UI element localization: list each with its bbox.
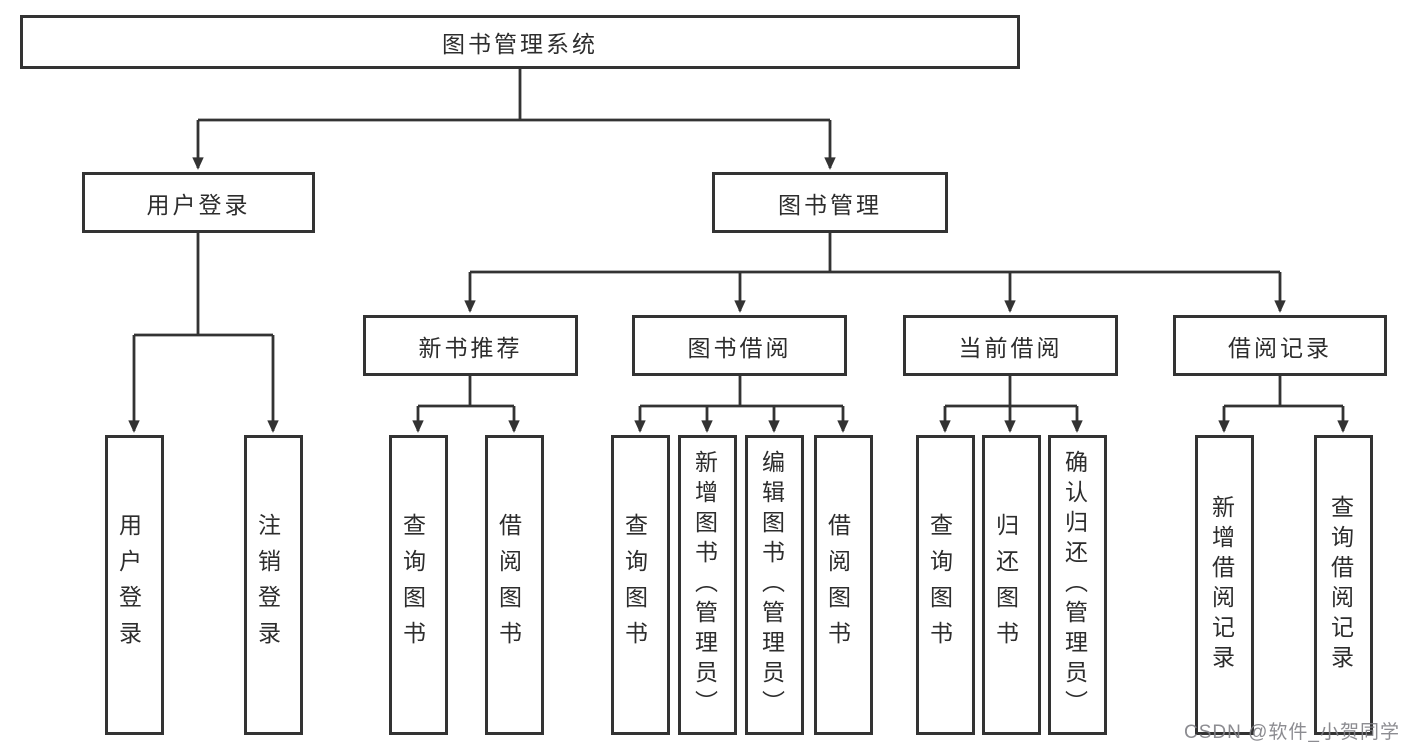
leaf-borrow-books-borrow: 借阅图书: [814, 435, 873, 735]
leaf-query-books-rec-label: 查询图书: [399, 513, 426, 657]
node-current-borrow: 当前借阅: [903, 315, 1118, 376]
leaf-logout-login-label: 注销登录: [254, 513, 281, 657]
node-book-management: 图书管理: [712, 172, 948, 233]
leaf-user-login: 用户登录: [105, 435, 164, 735]
leaf-user-login-label: 用户登录: [115, 513, 142, 657]
leaf-query-books-borrow-label: 查询图书: [621, 513, 648, 657]
node-borrow-records: 借阅记录: [1173, 315, 1387, 376]
leaf-edit-books-admin: 编辑图书（管理员）: [745, 435, 804, 735]
leaf-borrow-books-rec: 借阅图书: [485, 435, 544, 735]
leaf-query-books-borrow: 查询图书: [611, 435, 670, 735]
leaf-add-books-admin: 新增图书（管理员）: [678, 435, 737, 735]
leaf-query-borrow-record: 查询借阅记录: [1314, 435, 1373, 735]
leaf-logout-login: 注销登录: [244, 435, 303, 735]
leaf-edit-books-admin-label: 编辑图书（管理员）: [758, 450, 785, 720]
leaf-borrow-books-borrow-label: 借阅图书: [824, 513, 851, 657]
node-user-login: 用户登录: [82, 172, 315, 233]
node-new-book-recommend: 新书推荐: [363, 315, 578, 376]
leaf-query-books-current: 查询图书: [916, 435, 975, 735]
leaf-query-books-current-label: 查询图书: [926, 513, 953, 657]
leaf-return-books-label: 归还图书: [992, 513, 1019, 657]
leaf-add-books-admin-label: 新增图书（管理员）: [691, 450, 718, 720]
leaf-return-books: 归还图书: [982, 435, 1041, 735]
leaf-add-borrow-record-label: 新增借阅记录: [1208, 495, 1235, 675]
leaf-confirm-return-admin-label: 确认归还（管理员）: [1061, 450, 1088, 720]
leaf-borrow-books-rec-label: 借阅图书: [495, 513, 522, 657]
leaf-confirm-return-admin: 确认归还（管理员）: [1048, 435, 1107, 735]
leaf-query-borrow-record-label: 查询借阅记录: [1327, 495, 1354, 675]
leaf-query-books-rec: 查询图书: [389, 435, 448, 735]
leaf-add-borrow-record: 新增借阅记录: [1195, 435, 1254, 735]
node-book-borrow: 图书借阅: [632, 315, 847, 376]
node-root: 图书管理系统: [20, 15, 1020, 69]
